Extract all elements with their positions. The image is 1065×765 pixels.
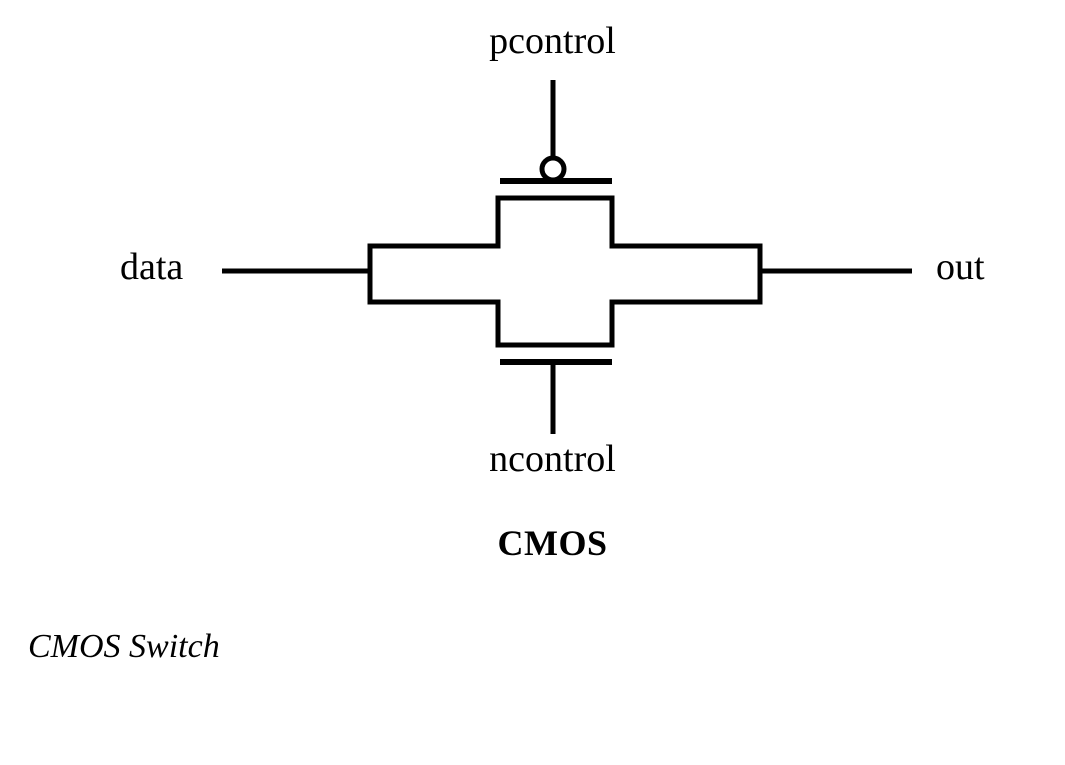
pmos-inversion-bubble-icon — [539, 155, 567, 183]
transmission-gate-body — [367, 195, 763, 348]
ncontrol-label: ncontrol — [489, 438, 616, 480]
figure-title: CMOS — [497, 523, 608, 563]
data-label: data — [120, 246, 184, 288]
out-label: out — [936, 246, 985, 288]
pcontrol-label: pcontrol — [489, 20, 616, 62]
figure-caption: CMOS Switch — [28, 628, 220, 665]
